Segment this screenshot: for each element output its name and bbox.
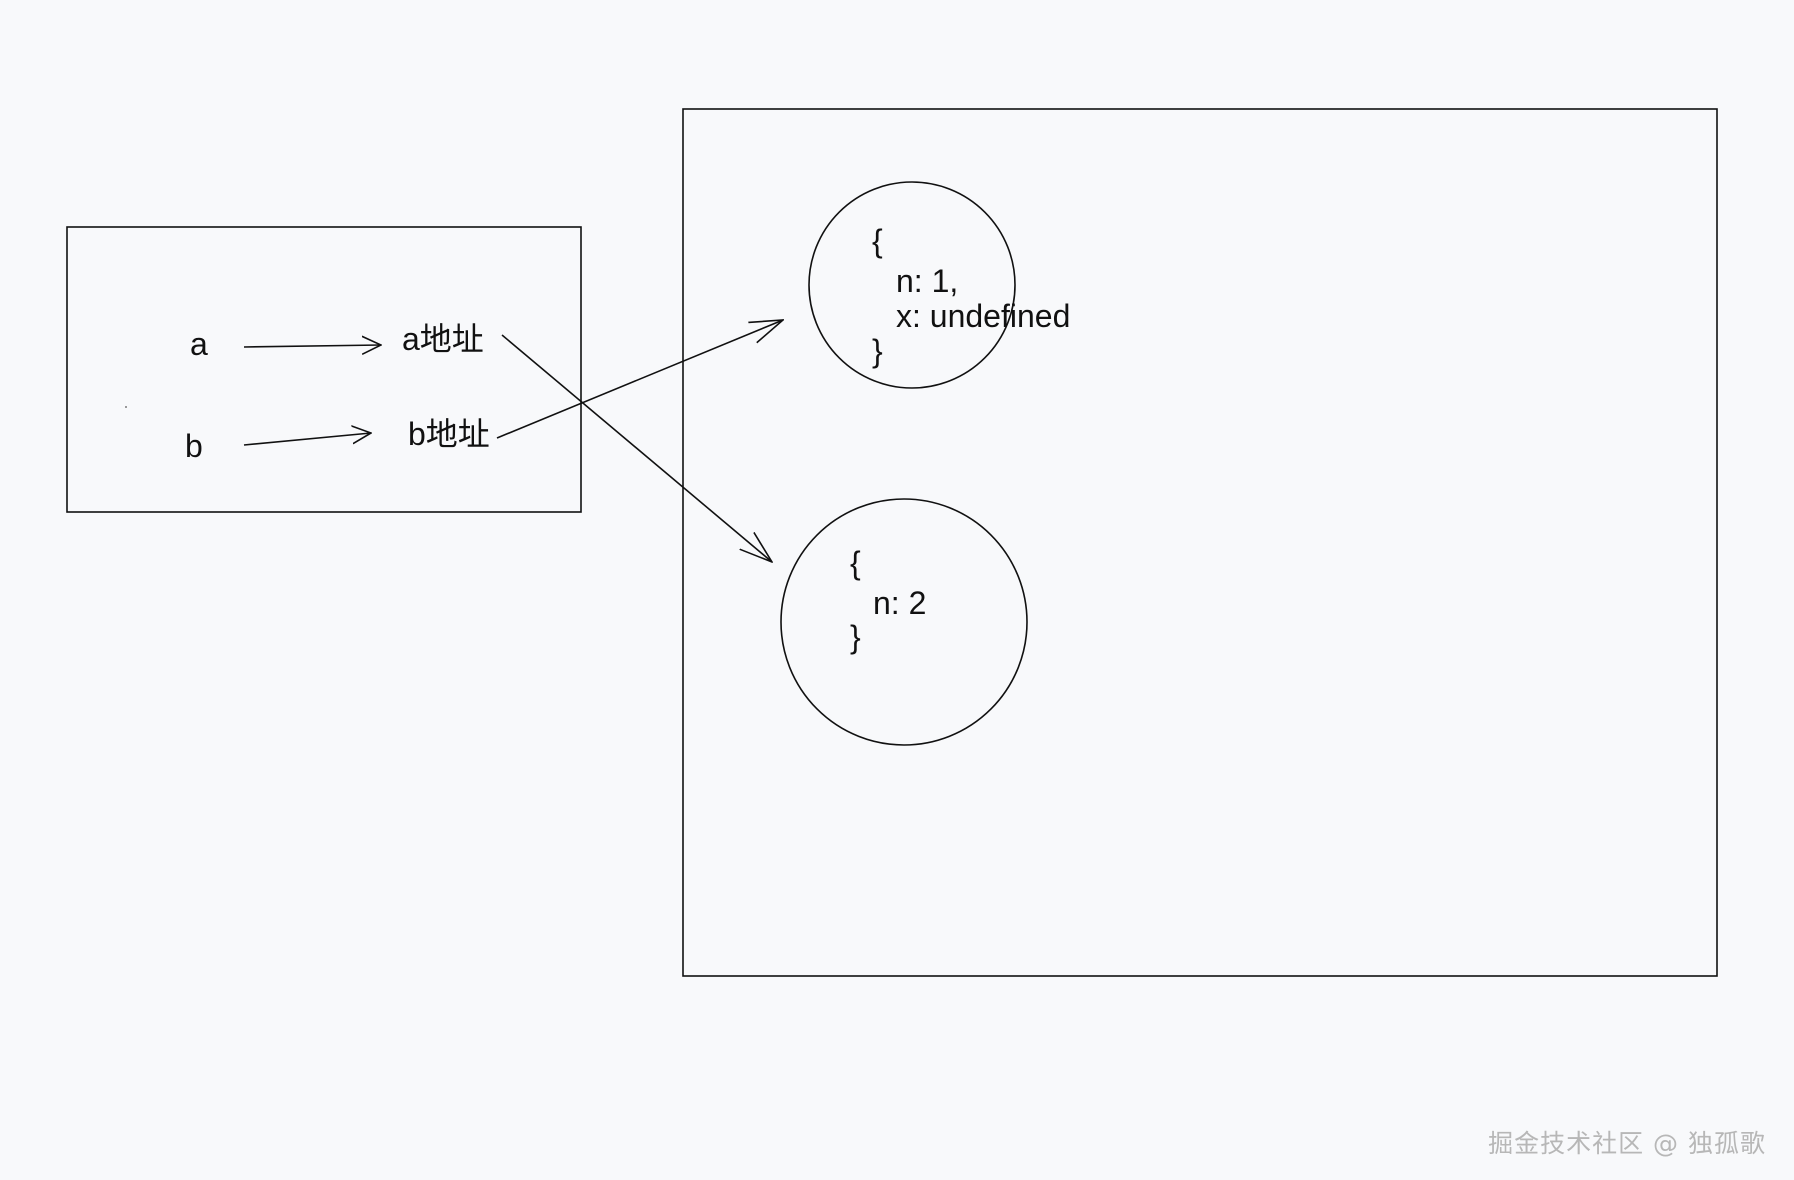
heap-object-2 [780, 498, 1028, 746]
object-1-line-x: x: undefined [896, 298, 1070, 334]
arrow-addr-b-to-object-1 [496, 320, 783, 439]
object-2-line-n: n: 2 [873, 585, 926, 621]
heap-box [682, 108, 1718, 977]
addr-a-label: a地址 [402, 321, 484, 357]
addr-b-label: b地址 [408, 416, 490, 452]
stray-dot [125, 406, 127, 408]
object-1-open-brace: { [872, 223, 883, 259]
object-2-close-brace: } [850, 619, 861, 655]
var-b-label: b [185, 428, 203, 464]
stack-box [66, 226, 582, 513]
object-1-close-brace: } [872, 333, 883, 369]
arrow-b-to-addr [243, 433, 371, 446]
watermark: 掘金技术社区 @ 独孤歌 [1488, 1129, 1766, 1158]
heap-object-1 [808, 181, 1016, 389]
var-a-label: a [190, 326, 208, 362]
object-2-open-brace: { [850, 545, 861, 581]
arrow-a-to-addr [243, 345, 381, 347]
object-1-line-n: n: 1, [896, 263, 958, 299]
arrow-addr-a-to-object-2 [501, 334, 772, 562]
